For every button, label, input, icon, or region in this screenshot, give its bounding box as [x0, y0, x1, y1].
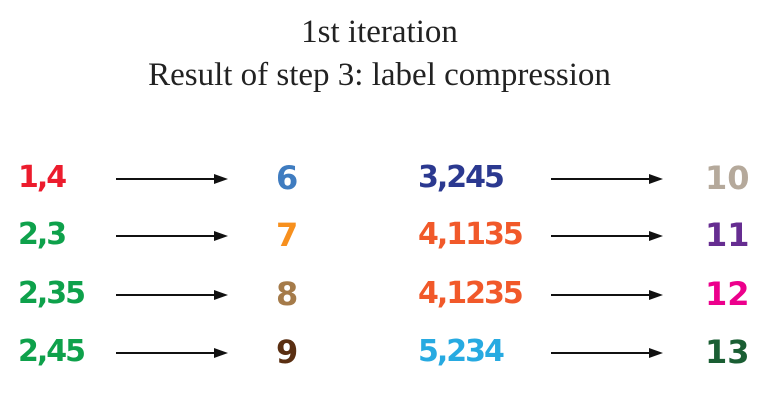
- compressed-label: 9: [276, 333, 299, 371]
- compressed-label: 10: [705, 159, 750, 197]
- source-label: 2,45: [18, 334, 86, 369]
- compressed-label: 13: [705, 333, 750, 371]
- right-arrow-icon: [551, 290, 663, 300]
- title-line-1: 1st iteration: [301, 14, 458, 50]
- source-label: 4,1135: [418, 217, 524, 252]
- compressed-label: 12: [705, 275, 750, 313]
- compressed-label: 8: [276, 275, 299, 313]
- compressed-label: 11: [705, 216, 750, 254]
- source-label: 2,35: [18, 276, 86, 311]
- compressed-label: 6: [276, 159, 299, 197]
- right-arrow-icon: [551, 348, 663, 358]
- right-arrow-icon: [116, 174, 228, 184]
- compressed-label: 7: [276, 216, 299, 254]
- right-arrow-icon: [551, 174, 663, 184]
- right-arrow-icon: [116, 348, 228, 358]
- source-label: 3,245: [418, 160, 505, 195]
- right-arrow-icon: [551, 231, 663, 241]
- title-line-2: Result of step 3: label compression: [148, 57, 611, 93]
- source-label: 4,1235: [418, 276, 524, 311]
- right-arrow-icon: [116, 290, 228, 300]
- source-label: 1,4: [18, 160, 67, 195]
- source-label: 5,234: [418, 334, 505, 369]
- right-arrow-icon: [116, 231, 228, 241]
- source-label: 2,3: [18, 217, 67, 252]
